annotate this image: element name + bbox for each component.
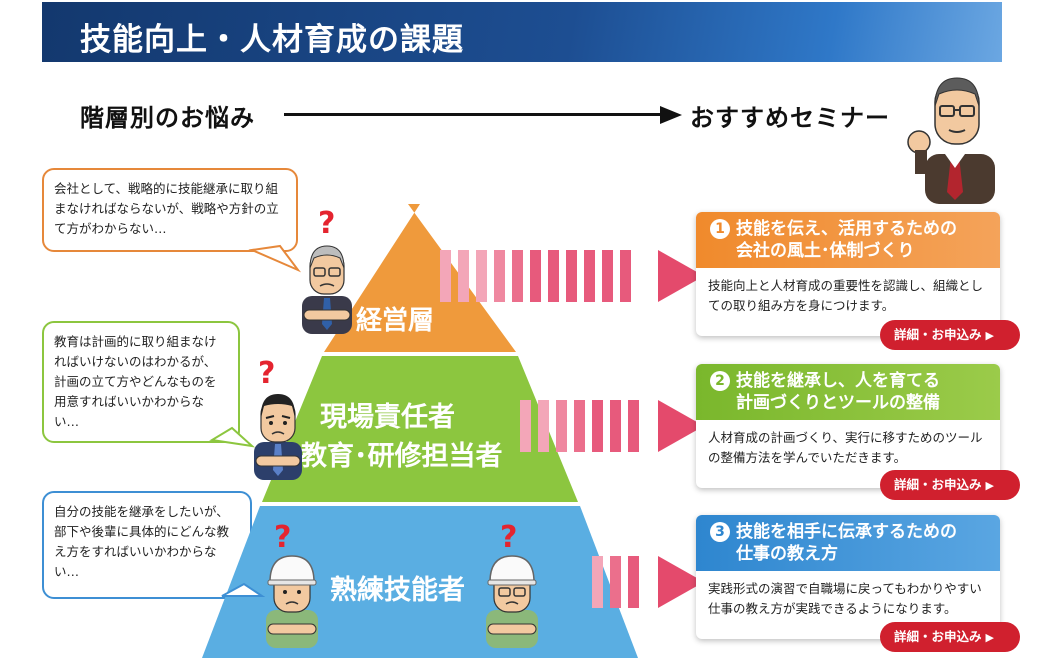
question-mark-icon: ?: [318, 206, 336, 241]
seminar-card-header: 3 技能を相手に伝承するための 仕事の教え方: [696, 515, 1000, 571]
seminar-number-badge: 2: [710, 371, 730, 391]
arrow-right-icon: [658, 556, 704, 608]
details-apply-label: 詳細・お申込み: [894, 629, 982, 644]
seminar-card-header: 1 技能を伝え、活用するための 会社の風土･体制づくり: [696, 212, 1000, 268]
header-arrow-head-icon: [660, 106, 682, 124]
seminar-card-header: 2 技能を継承し、人を育てる 計画づくりとツールの整備: [696, 364, 1000, 420]
speech-bubble-skilled-worker: 自分の技能を継承をしたいが、部下や後輩に具体的にどんな教え方をすればいいかわから…: [42, 491, 252, 599]
arrow-right-icon: [658, 400, 704, 452]
seminar-title-line1: 技能を伝え、活用するための: [736, 219, 957, 239]
title-banner: 技能向上・人材育成の課題: [42, 2, 1002, 62]
arrow-stripes-1: [440, 250, 631, 302]
header-arrow-line: [284, 113, 664, 116]
seminar-card-1: 1 技能を伝え、活用するための 会社の風土･体制づくり 技能向上と人材育成の重要性…: [696, 212, 1000, 336]
details-apply-label: 詳細・お申込み: [894, 327, 982, 342]
helmet-worker-icon: [486, 555, 538, 648]
seminar-description: 技能向上と人材育成の重要性を認識し、組織としての取り組み方を身につけます。: [708, 278, 984, 313]
seminar-description: 人材育成の計画づくり、実行に移すためのツールの整備方法を学んでいただきます。: [708, 430, 983, 465]
play-arrow-icon: ▶: [985, 329, 994, 342]
question-mark-icon: ?: [274, 520, 292, 555]
seminar-title-line1: 技能を継承し、人を育てる: [736, 371, 940, 391]
manager-man-icon: [254, 394, 302, 480]
question-mark-icon: ?: [258, 356, 276, 391]
play-arrow-icon: ▶: [985, 631, 994, 644]
pyramid-top-tier: [324, 204, 516, 352]
question-mark-icon: ?: [500, 520, 518, 555]
seminar-number-badge: 3: [710, 522, 730, 542]
recommend-heading: おすすめセミナー: [690, 104, 890, 132]
seminar-title-line2: 会社の風土･体制づくり: [736, 241, 915, 261]
speech-bubble-executive: 会社として、戦略的に技能継承に取り組まなければならないが、戦略や方針の立て方がわ…: [42, 168, 298, 252]
seminar-description: 実践形式の演習で自職場に戻ってもわかりやすい仕事の教え方が実践できるようになりま…: [708, 581, 982, 616]
arrow-stripes-3: [592, 556, 639, 608]
problems-heading: 階層別のお悩み: [80, 104, 255, 132]
tier-top-label: 経営層: [356, 306, 435, 336]
tier-middle-label-line1: 現場責任者: [320, 402, 455, 433]
seminar-title-line2: 計画づくりとツールの整備: [736, 393, 940, 413]
speech-bubble-manager: 教育は計画的に取り組まなければいけないのはわかるが、計画の立て方やどんなものを用…: [42, 321, 240, 443]
tier-middle-label-line2: 教育･研修担当者: [300, 441, 503, 472]
play-arrow-icon: ▶: [985, 479, 994, 492]
pyramid-middle-tier: [262, 356, 578, 502]
page-title: 技能向上・人材育成の課題: [80, 22, 464, 58]
details-apply-button[interactable]: 詳細・お申込み▶: [880, 320, 1020, 350]
tier-bottom-label: 熟練技能者: [330, 575, 465, 606]
seminar-title-line2: 仕事の教え方: [736, 544, 838, 564]
seminar-card-2: 2 技能を継承し、人を育てる 計画づくりとツールの整備 人材育成の計画づくり、実行…: [696, 364, 1000, 488]
seminar-card-3: 3 技能を相手に伝承するための 仕事の教え方 実践形式の演習で自職場に戻ってもわか…: [696, 515, 1000, 639]
details-apply-label: 詳細・お申込み: [894, 477, 982, 492]
helmet-worker-icon: [266, 555, 318, 648]
seminar-number-badge: 1: [710, 219, 730, 239]
details-apply-button[interactable]: 詳細・お申込み▶: [880, 622, 1020, 652]
arrow-stripes-2: [520, 400, 639, 452]
details-apply-button[interactable]: 詳細・お申込み▶: [880, 470, 1020, 500]
seminar-title-line1: 技能を相手に伝承するための: [736, 522, 957, 542]
presenter-man-icon: [907, 77, 995, 204]
arrow-right-icon: [658, 250, 704, 302]
executive-man-icon: [302, 245, 352, 334]
